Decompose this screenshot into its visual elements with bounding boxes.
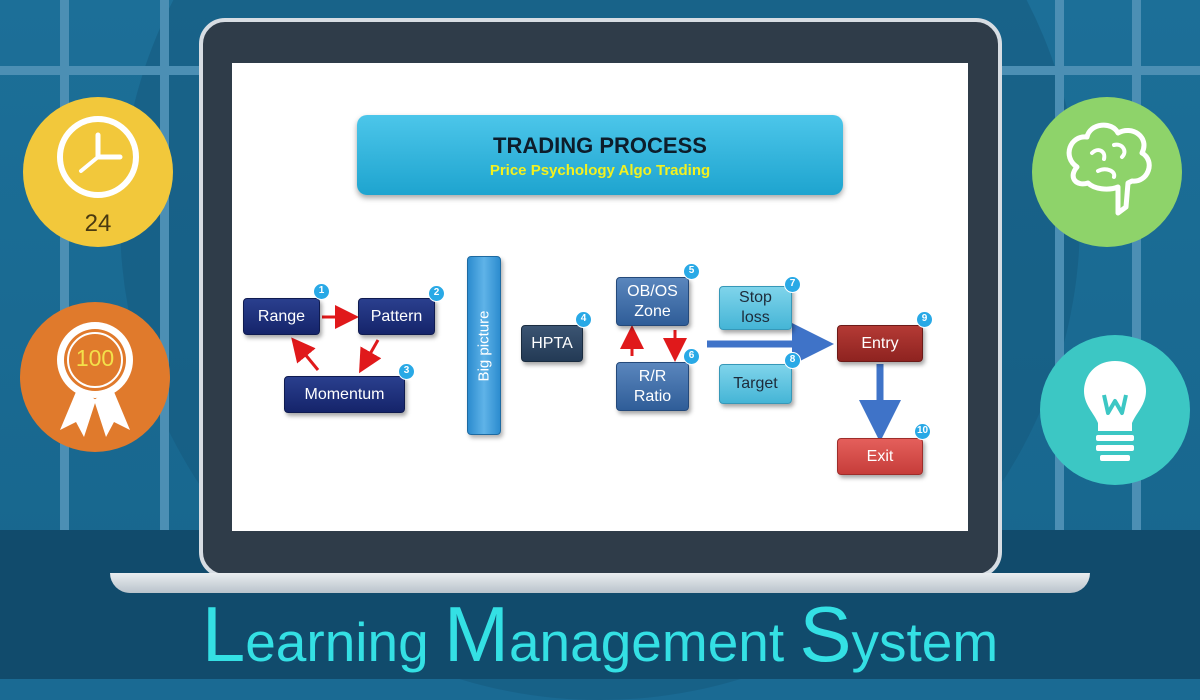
- footer-cap-l: L: [201, 590, 246, 678]
- clock-badge: 24: [23, 97, 173, 247]
- diagram-subtitle: Price Psychology Algo Trading: [489, 162, 711, 179]
- node-obos-zone: OB/OS Zone: [616, 277, 689, 326]
- obos-line1: OB/OS: [627, 282, 678, 300]
- diagram-arrows: [291, 305, 901, 442]
- grid-line: [1132, 0, 1141, 530]
- arrow-momentum-range: [291, 337, 320, 371]
- grid-line: [0, 66, 230, 75]
- footer-cap-s: S: [799, 590, 852, 678]
- step-number: 4: [575, 311, 592, 328]
- node-momentum: Momentum: [284, 376, 405, 413]
- step-number: 6: [683, 348, 700, 365]
- node-exit: Exit: [837, 438, 923, 475]
- bulb-badge: [1040, 335, 1190, 485]
- step-number: 7: [784, 276, 801, 293]
- step-number: 9: [916, 311, 933, 328]
- step-number: 5: [683, 263, 700, 280]
- stop-line2: loss: [741, 309, 770, 326]
- step-number: 3: [398, 363, 415, 380]
- footer-title: Learning Management System: [0, 590, 1200, 679]
- grid-line: [1055, 0, 1064, 530]
- grid-line: [60, 0, 69, 530]
- laptop-base: [110, 573, 1090, 593]
- node-stop-loss: Stop loss: [719, 286, 792, 330]
- clock-label: 24: [84, 210, 112, 237]
- rr-line2: Ratio: [633, 387, 672, 405]
- node-target: Target: [719, 364, 792, 404]
- big-picture-label: Big picture: [475, 310, 493, 381]
- grid-line: [160, 0, 169, 530]
- diagram-title: TRADING PROCESS: [493, 133, 707, 158]
- obos-line2: Zone: [634, 302, 671, 320]
- step-number: 1: [313, 283, 330, 300]
- brain-badge: [1032, 97, 1182, 247]
- footer-word-3: ystem: [851, 611, 999, 673]
- diagram-title-box: TRADING PROCESS Price Psychology Algo Tr…: [357, 115, 843, 195]
- clock-icon: [57, 116, 139, 198]
- node-rr-ratio: R/R Ratio: [616, 362, 689, 411]
- node-hpta: HPTA: [521, 325, 583, 362]
- node-entry: Entry: [837, 325, 923, 362]
- award-ribbon-icon: [57, 322, 133, 437]
- footer-cap-m: M: [443, 590, 509, 678]
- stop-line1: Stop: [739, 289, 772, 306]
- node-pattern: Pattern: [358, 298, 435, 335]
- node-range: Range: [243, 298, 320, 335]
- step-number: 2: [428, 285, 445, 302]
- award-badge: 100: [20, 302, 170, 452]
- award-label: 100: [75, 345, 115, 371]
- arrow-pattern-momentum: [359, 339, 382, 374]
- brain-icon: [1066, 122, 1152, 216]
- lightbulb-icon: [1084, 361, 1146, 461]
- node-big-picture: Big picture: [467, 256, 501, 435]
- step-number: 10: [914, 423, 931, 440]
- footer-word-2: anagement: [508, 611, 800, 673]
- grid-line: [1000, 66, 1200, 75]
- step-number: 8: [784, 352, 801, 369]
- footer-word-1: earning: [245, 611, 444, 673]
- rr-line1: R/R: [638, 367, 667, 385]
